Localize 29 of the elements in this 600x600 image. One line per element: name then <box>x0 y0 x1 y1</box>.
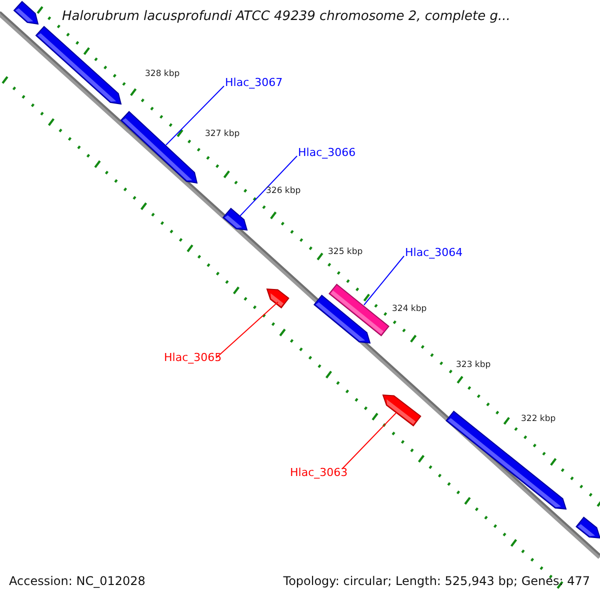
gene-label: Hlac_3067 <box>225 77 283 90</box>
scale-label: 322 kbp <box>521 415 556 424</box>
gene-feature <box>382 394 422 426</box>
gene-feature <box>222 208 248 231</box>
gene-label: Hlac_3063 <box>290 467 348 480</box>
gene-feature <box>446 410 567 510</box>
gene-feature <box>313 294 371 344</box>
gene-feature <box>576 516 600 539</box>
summary-text: Topology: circular; Length: 525,943 bp; Genes: 477 <box>283 575 590 588</box>
map-title: Halorubrum lacusprofundi ATCC 49239 chromosome 2, complete g... <box>62 10 510 24</box>
leader-line <box>240 156 298 216</box>
gene-feature <box>266 288 290 308</box>
scale-label: 327 kbp <box>205 130 240 140</box>
scale-label: 326 kbp <box>266 187 301 196</box>
gene-label: Hlac_3064 <box>405 247 463 260</box>
gene-label: Hlac_3066 <box>298 147 356 160</box>
gene-label: Hlac_3065 <box>164 352 222 364</box>
accession-text: Accession: NC_012028 <box>9 575 146 588</box>
scale-label: 325 kbp <box>328 248 363 258</box>
leader-line <box>216 302 278 358</box>
gene-feature <box>35 26 122 105</box>
scale-label: 328 kbp <box>145 70 180 80</box>
leader-line <box>364 256 404 306</box>
scale-label: 324 kbp <box>392 305 427 314</box>
scale-label: 323 kbp <box>456 361 491 370</box>
gene-feature <box>120 110 198 184</box>
leader-line <box>342 412 396 470</box>
leader-line <box>166 86 224 146</box>
gene-feature <box>13 0 39 25</box>
